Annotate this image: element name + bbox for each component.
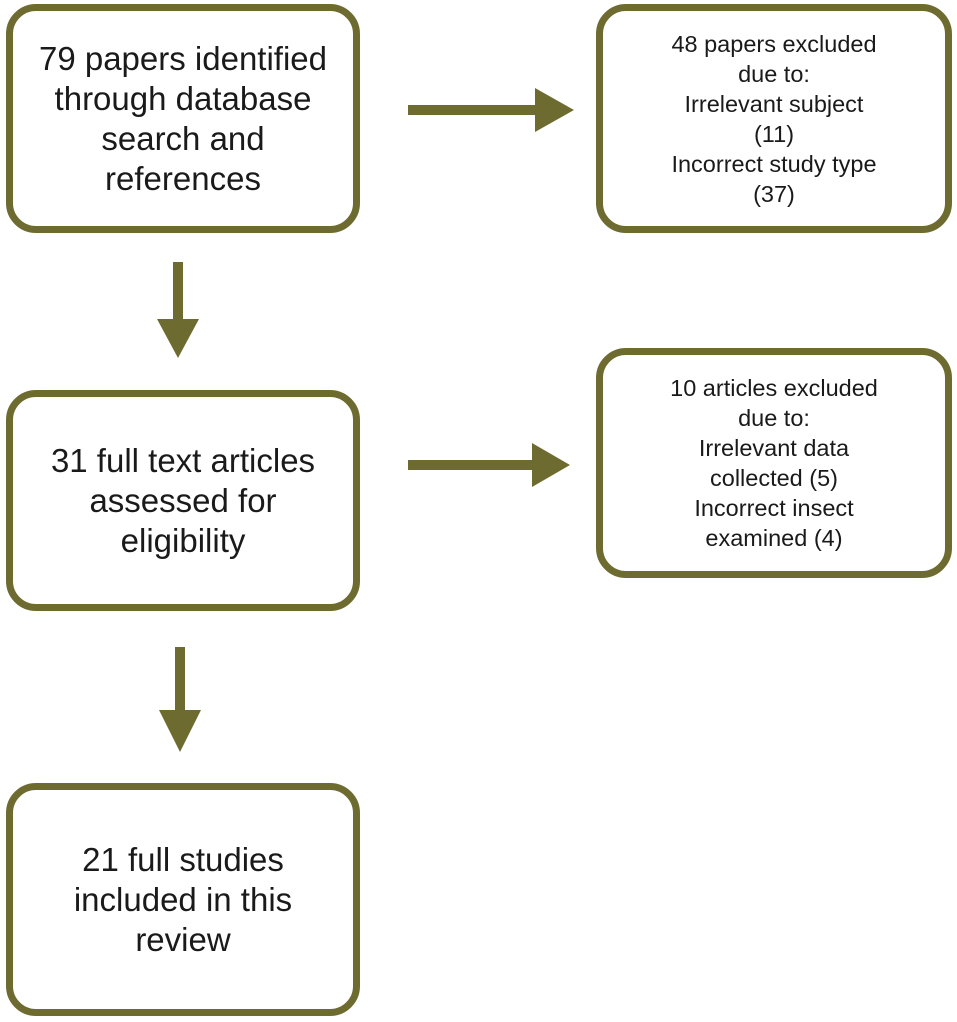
arrow-identified-to-excluded bbox=[408, 88, 574, 132]
included-line-3: review bbox=[135, 920, 231, 958]
arrow-assessed-to-excluded bbox=[408, 443, 570, 487]
arrow-assessed-to-included bbox=[159, 647, 201, 752]
assessed-box: 31 full text articles assessed for eligi… bbox=[6, 390, 360, 611]
excluded-2-line-6: examined (4) bbox=[705, 525, 843, 551]
excluded-1-line-2: due to: bbox=[738, 60, 810, 87]
excluded-1-line-1: 48 papers excluded bbox=[671, 30, 877, 57]
assessed-line-3: eligibility bbox=[120, 521, 246, 559]
excluded-2-line-1: 10 articles excluded bbox=[670, 375, 878, 401]
assessed-line-2: assessed for bbox=[89, 481, 277, 519]
excluded-1-line-3: Irrelevant subject bbox=[684, 90, 864, 117]
excluded-1-line-4: (11) bbox=[753, 120, 795, 147]
excluded-2-line-2: due to: bbox=[738, 405, 810, 431]
excluded-2-line-3: Irrelevant data bbox=[698, 435, 850, 461]
excluded-papers-box: 48 papers excluded due to: Irrelevant su… bbox=[596, 4, 952, 233]
arrow-identified-to-assessed bbox=[157, 262, 199, 358]
excluded-1-line-5: Incorrect study type bbox=[671, 150, 877, 177]
excluded-articles-box: 10 articles excluded due to: Irrelevant … bbox=[596, 348, 952, 578]
excluded-1-line-6: (37) bbox=[753, 180, 795, 207]
included-line-2: included in this bbox=[73, 880, 293, 918]
identified-line-3: search and bbox=[101, 119, 265, 157]
included-line-1: 21 full studies bbox=[82, 840, 284, 878]
included-box: 21 full studies included in this review bbox=[6, 783, 360, 1016]
assessed-line-1: 31 full text articles bbox=[50, 441, 316, 479]
identified-line-1: 79 papers identified bbox=[38, 39, 328, 77]
excluded-2-line-5: Incorrect insect bbox=[694, 495, 854, 521]
identified-line-2: through database bbox=[54, 79, 312, 117]
identified-line-4: references bbox=[105, 159, 261, 197]
excluded-2-line-4: collected (5) bbox=[710, 465, 838, 491]
identified-box: 79 papers identified through database se… bbox=[6, 4, 360, 233]
